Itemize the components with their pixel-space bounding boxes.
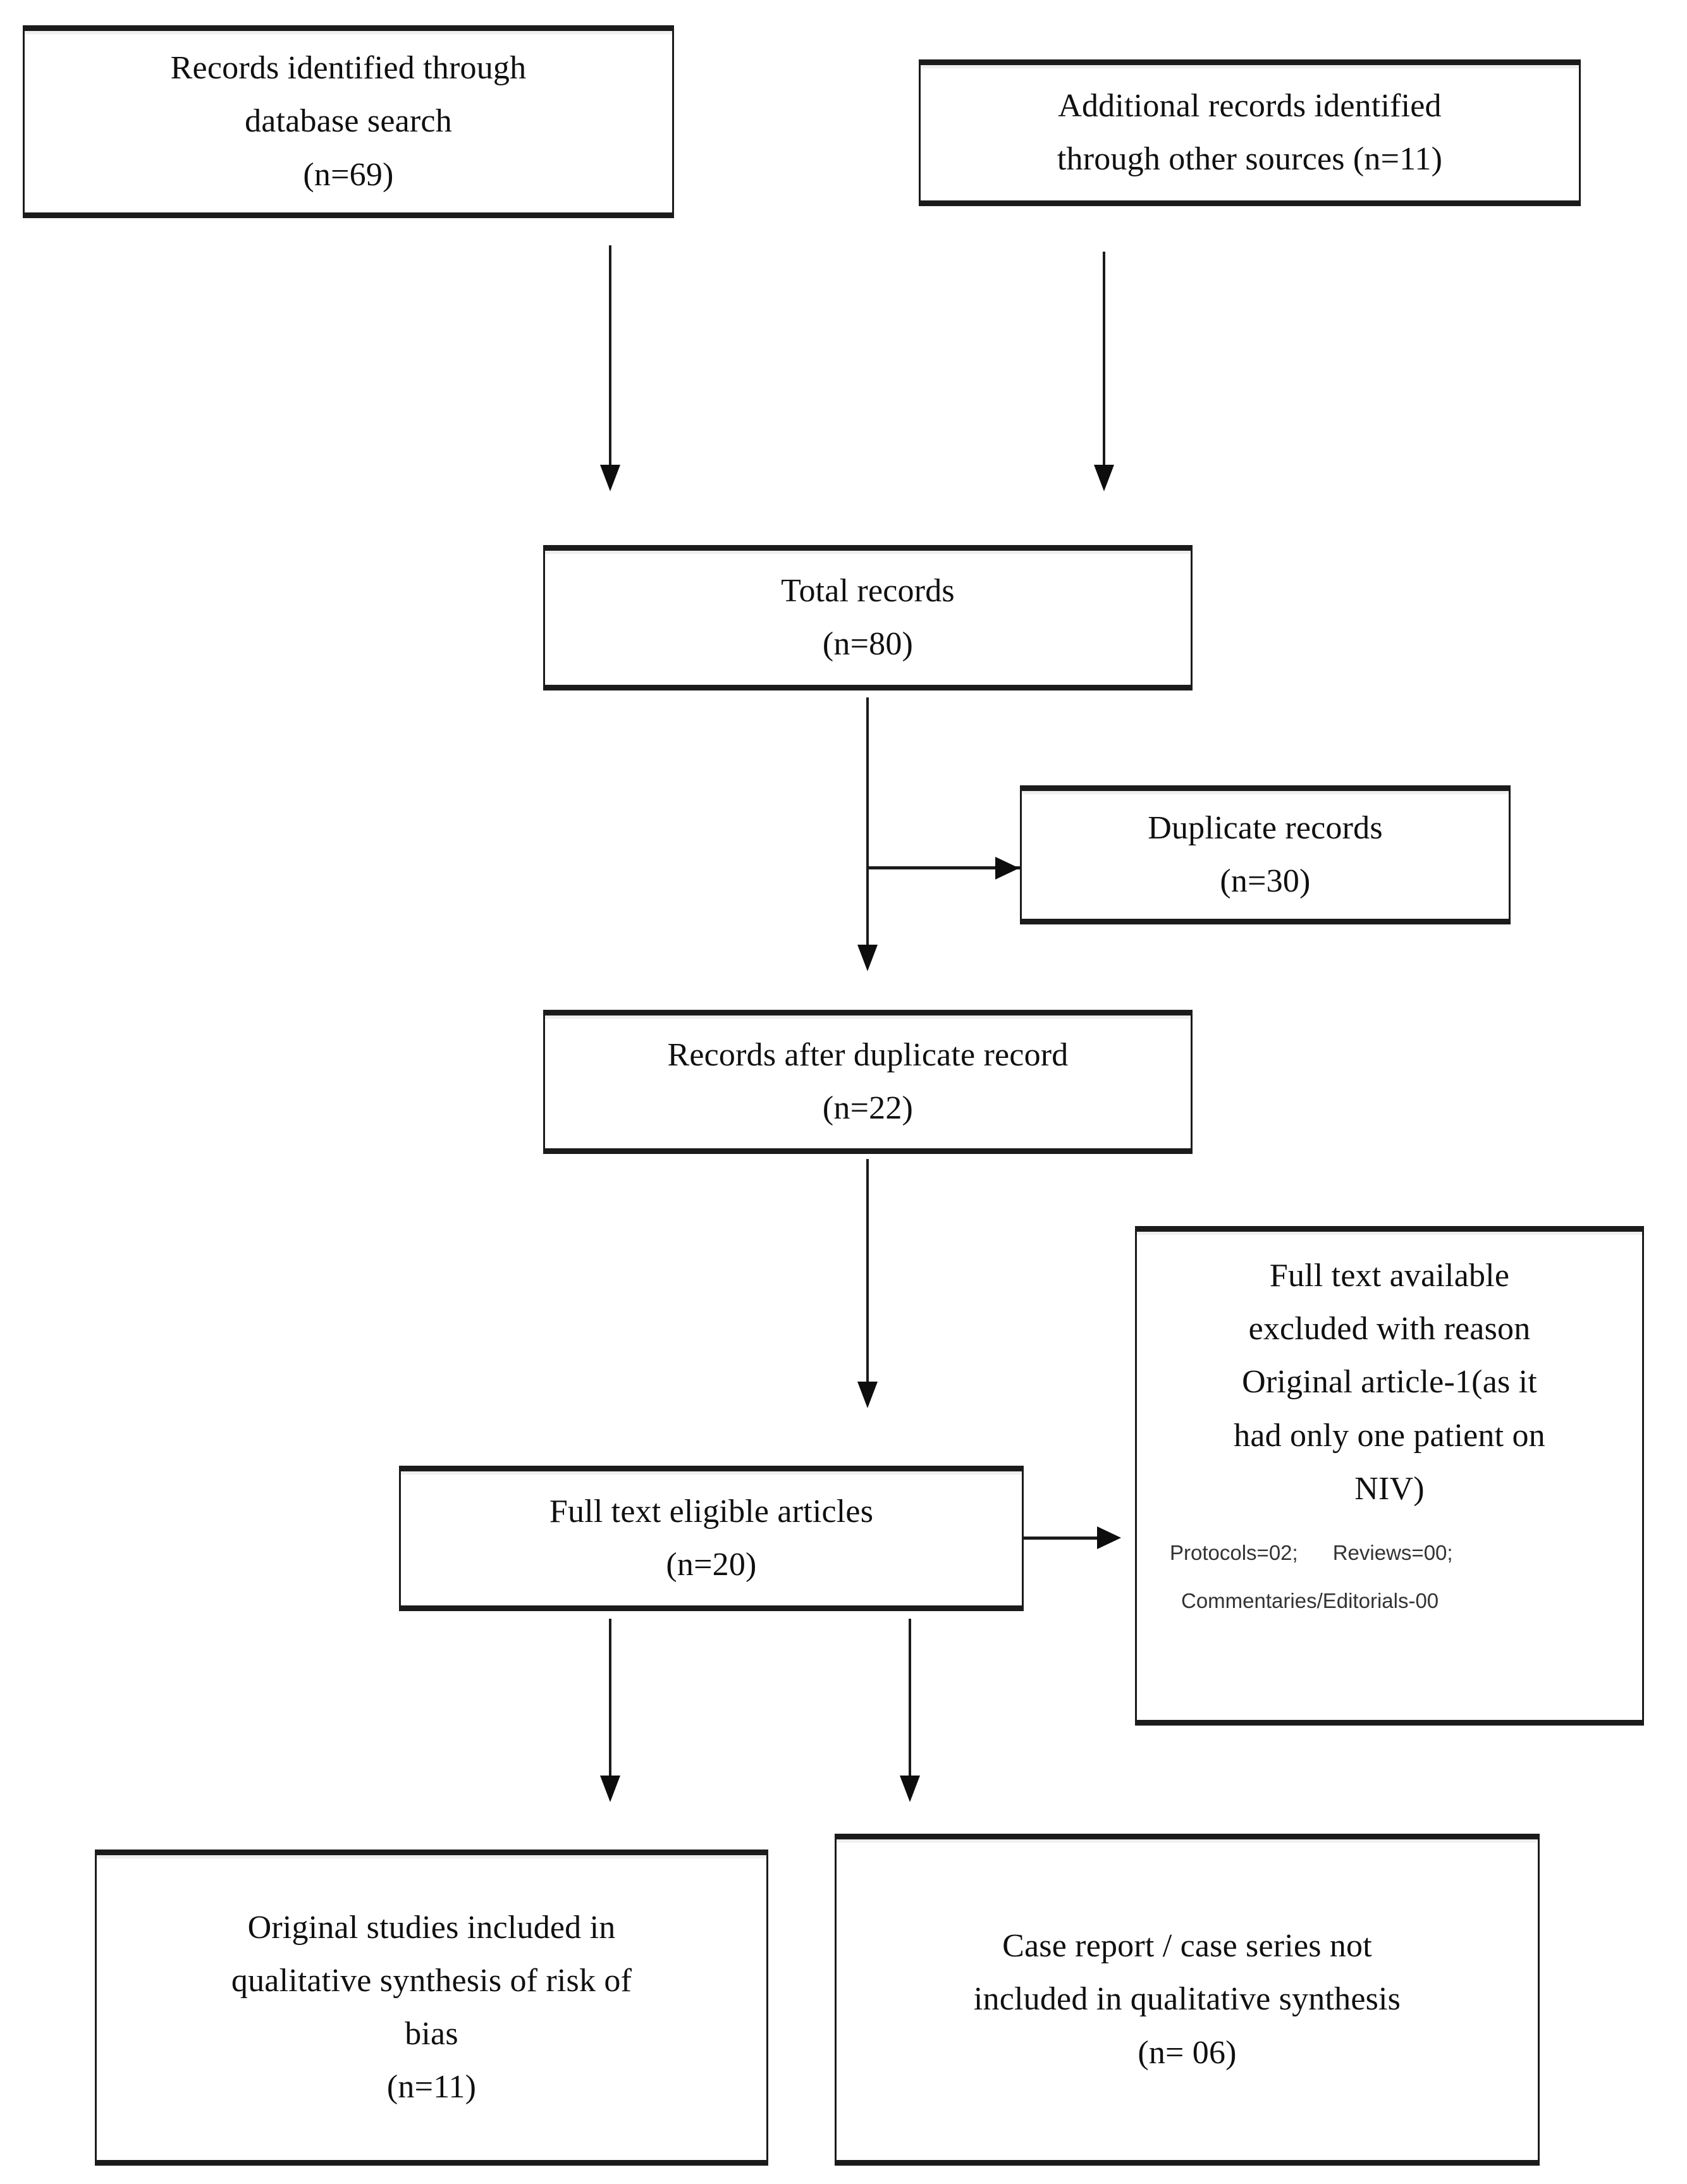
node-line: (n= 06)	[1138, 2034, 1237, 2071]
node-line: included in qualitative synthesis	[973, 1981, 1401, 2018]
node-line: Original studies included in	[247, 1909, 616, 1946]
node-line: Duplicate records	[1148, 809, 1383, 846]
node-line: Records after duplicate record	[667, 1036, 1069, 1073]
node-line: Full text eligible articles	[549, 1493, 874, 1530]
arrowhead-database-to-total	[600, 465, 620, 491]
node-line: qualitative synthesis of risk of	[231, 1962, 632, 1999]
node-line: Original article-1(as it	[1242, 1364, 1537, 1401]
connector-eligible-to-original-studies	[609, 1619, 611, 1780]
connector-database-to-total	[609, 245, 611, 470]
arrowhead-eligible-to-original-studies	[600, 1776, 620, 1802]
node-line: bias	[405, 2016, 458, 2052]
node-line: Additional records identified	[1058, 87, 1442, 124]
node-original-studies-included: Original studies included in qualitative…	[95, 1850, 768, 2166]
node-exclusion-counts-protocols: Protocols=02; Reviews=00;	[1170, 1541, 1453, 1565]
arrowhead-total-to-after-duplicates	[857, 945, 878, 971]
arrowhead-eligible-to-excluded	[1097, 1526, 1121, 1549]
node-full-text-eligible: Full text eligible articles (n=20)	[399, 1466, 1024, 1611]
node-line: Full text available	[1269, 1258, 1510, 1294]
connector-eligible-to-case-reports	[909, 1619, 911, 1780]
node-line: excluded with reason	[1248, 1311, 1531, 1347]
node-line: through other sources (n=11)	[1057, 141, 1443, 177]
node-case-reports-excluded: Case report / case series not included i…	[835, 1834, 1540, 2166]
node-line: Records identified through	[170, 50, 527, 87]
node-line: (n=30)	[1220, 863, 1311, 899]
arrowhead-other-to-total	[1094, 465, 1114, 491]
node-total-records: Total records (n=80)	[543, 545, 1193, 690]
connector-after-duplicates-to-eligible	[866, 1159, 869, 1387]
node-duplicate-records: Duplicate records (n=30)	[1020, 785, 1511, 924]
node-full-text-excluded: Full text available excluded with reason…	[1135, 1226, 1644, 1726]
node-line: (n=69)	[303, 156, 394, 193]
node-line: database search	[245, 103, 452, 140]
node-records-identified-other-sources: Additional records identified through ot…	[919, 59, 1581, 206]
node-records-after-duplicates: Records after duplicate record (n=22)	[543, 1010, 1193, 1154]
connector-total-to-after-duplicates	[866, 697, 869, 950]
connector-total-to-duplicates	[869, 866, 1021, 869]
node-line: (n=20)	[666, 1547, 757, 1583]
arrowhead-after-duplicates-to-eligible	[857, 1382, 878, 1408]
node-line: NIV)	[1354, 1470, 1425, 1507]
arrowhead-total-to-duplicates	[995, 857, 1019, 880]
node-line: (n=80)	[822, 626, 914, 662]
node-line: had only one patient on	[1234, 1417, 1545, 1454]
node-exclusion-counts-commentaries: Commentaries/Editorials-00	[1181, 1588, 1439, 1612]
node-records-identified-database: Records identified through database sear…	[23, 25, 674, 218]
node-line: (n=11)	[386, 2069, 477, 2106]
node-line: (n=22)	[822, 1090, 914, 1126]
arrowhead-eligible-to-case-reports	[900, 1776, 920, 1802]
node-line: Case report / case series not	[1002, 1928, 1372, 1965]
connector-other-to-total	[1103, 252, 1105, 470]
connector-eligible-to-excluded	[1024, 1537, 1106, 1540]
node-line: Total records	[781, 572, 955, 609]
